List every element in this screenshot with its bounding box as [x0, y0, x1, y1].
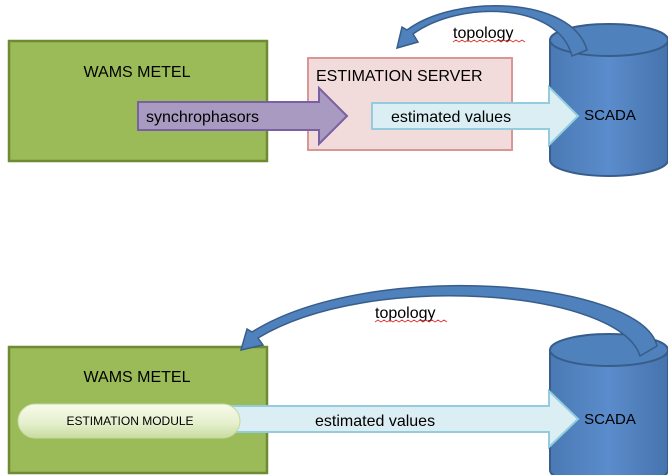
estimation-server-label: ESTIMATION SERVER	[316, 68, 483, 85]
topology-label-top: topology	[453, 25, 514, 42]
bottom-diagram: WAMS METEL SCADA estimated values ESTIMA…	[7, 284, 668, 475]
topology-label-bottom: topology	[375, 305, 436, 322]
synchrophasors-label: synchrophasors	[146, 109, 259, 126]
top-diagram: WAMS METEL ESTIMATION SERVER synchrophas…	[7, 4, 668, 177]
topology-spellcheck-underline-bottom	[374, 319, 448, 323]
synchrophasors-arrow	[137, 85, 349, 147]
scada-label-top: SCADA	[584, 107, 636, 124]
wams-metel-label: WAMS METEL	[84, 64, 191, 81]
topology-arrow-bottom	[239, 284, 658, 358]
estimated-values-arrow-top	[371, 84, 580, 148]
estimated-values-arrow-bottom	[231, 388, 580, 450]
estimation-module-label: ESTIMATION MODULE	[66, 414, 193, 428]
scada-label-bottom: SCADA	[584, 411, 636, 428]
topology-arrow-top	[395, 4, 588, 58]
wams-metel-label-bottom: WAMS METEL	[84, 369, 191, 386]
estimation-module-pill	[17, 403, 241, 439]
topology-spellcheck-underline-top	[452, 39, 526, 43]
estimated-values-label-top: estimated values	[391, 109, 511, 126]
estimated-values-label-bottom: estimated values	[315, 413, 435, 430]
scada-database-bottom	[549, 333, 668, 475]
scada-database-top	[549, 23, 668, 177]
